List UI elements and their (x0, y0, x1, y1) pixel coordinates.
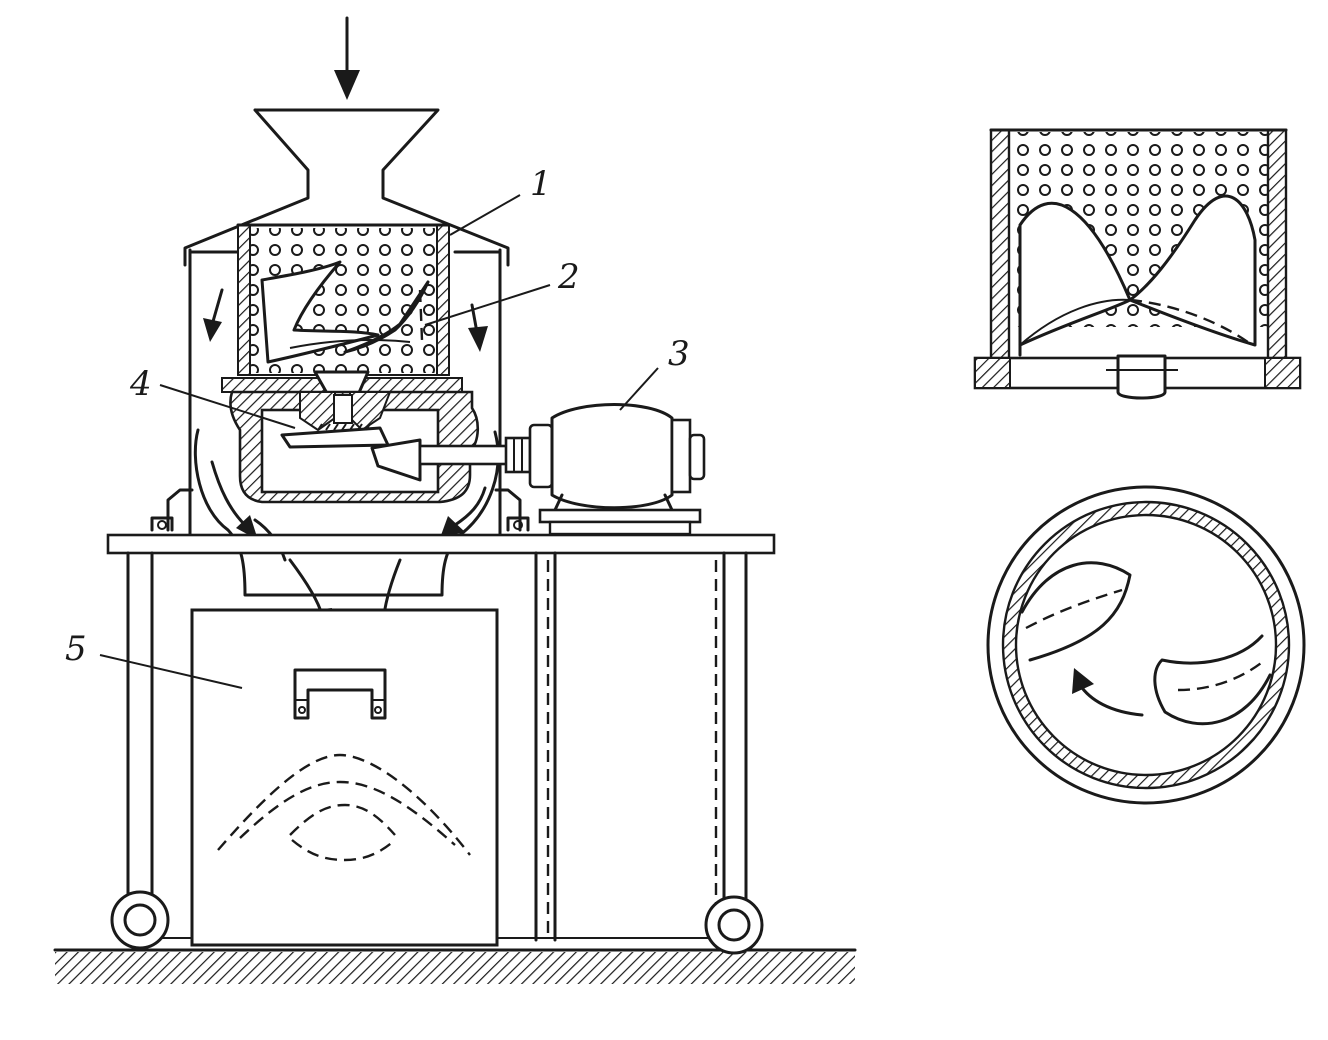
frame-legs (126, 551, 748, 942)
label-screen-drum: 1 (530, 164, 552, 204)
feed-hopper (183, 108, 510, 267)
drum-top-view (986, 485, 1306, 805)
caster-wheels (110, 890, 764, 955)
collection-bin (190, 608, 499, 947)
input-flow-arrow (334, 16, 360, 100)
label-motor: 3 (668, 334, 690, 374)
label-gear-drive: 4 (129, 364, 152, 404)
label-rotor-blades: 2 (557, 257, 580, 297)
electric-motor (528, 403, 706, 536)
rotor-blades (260, 260, 430, 364)
ground-hatching (53, 948, 857, 984)
table-top (106, 533, 776, 555)
mounting-brackets (150, 488, 530, 532)
gear-housing (229, 390, 480, 504)
drum-base-plate (221, 370, 463, 397)
drive-shaft (418, 436, 532, 474)
leader-lines (99, 194, 659, 689)
label-collection-bin: 5 (65, 629, 87, 669)
drum-section-view (973, 128, 1302, 400)
